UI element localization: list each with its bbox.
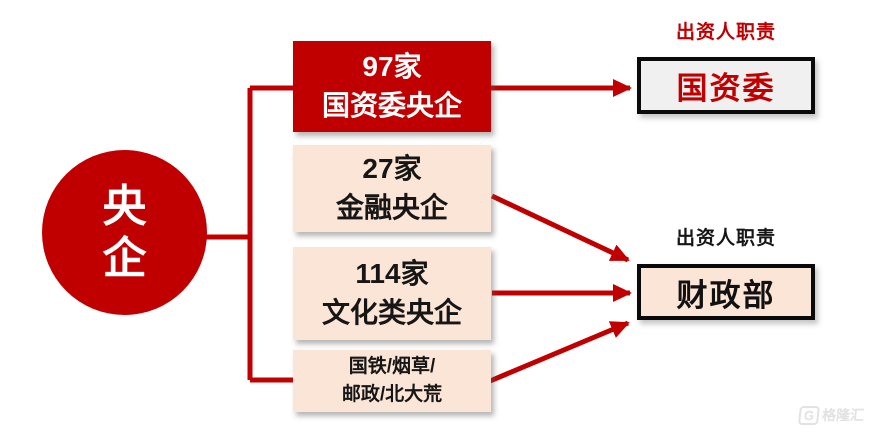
regulator-box-sasac: 国资委: [637, 57, 815, 114]
gelonghui-logo-icon: G: [797, 405, 820, 425]
regulator-name: 国资委: [676, 71, 776, 106]
regulator-box-mof: 财政部: [637, 264, 815, 320]
watermark-brand-text: 格隆汇: [821, 407, 865, 423]
branch-box-financial-centrals: 27家 金融央企: [293, 145, 491, 232]
branch-box-label: 金融央企: [335, 191, 448, 223]
branch-box-label: 文化类央企: [321, 296, 462, 328]
caption-investor-duty-sasac: 出资人职责: [675, 22, 776, 43]
arrow-other-centrals-to-mof: [489, 320, 630, 384]
regulator-name: 财政部: [676, 277, 776, 313]
branch-box-label: 国资委央企: [321, 89, 462, 121]
watermark-gelonghui: G 格隆汇: [797, 405, 865, 425]
branch-box-cultural-centrals: 114家 文化类央企: [293, 247, 491, 340]
branch-box-count: 27家: [362, 152, 422, 184]
branch-box-label-line1: 国铁/烟草/: [348, 356, 436, 378]
root-node-central-enterprises: 央企: [42, 150, 207, 315]
branch-box-other-centrals: 国铁/烟草/ 邮政/北大荒: [293, 350, 491, 412]
branch-box-count: 114家: [355, 257, 429, 289]
root-node-label: 央企: [102, 181, 147, 283]
branch-box-sasac-centrals: 97家 国资委央企: [293, 41, 491, 132]
caption-investor-duty-mof: 出资人职责: [675, 228, 776, 249]
branch-box-label-line2: 邮政/北大荒: [341, 384, 443, 405]
branch-box-count: 97家: [362, 50, 422, 82]
arrow-financial-centrals-to-mof: [490, 193, 630, 263]
